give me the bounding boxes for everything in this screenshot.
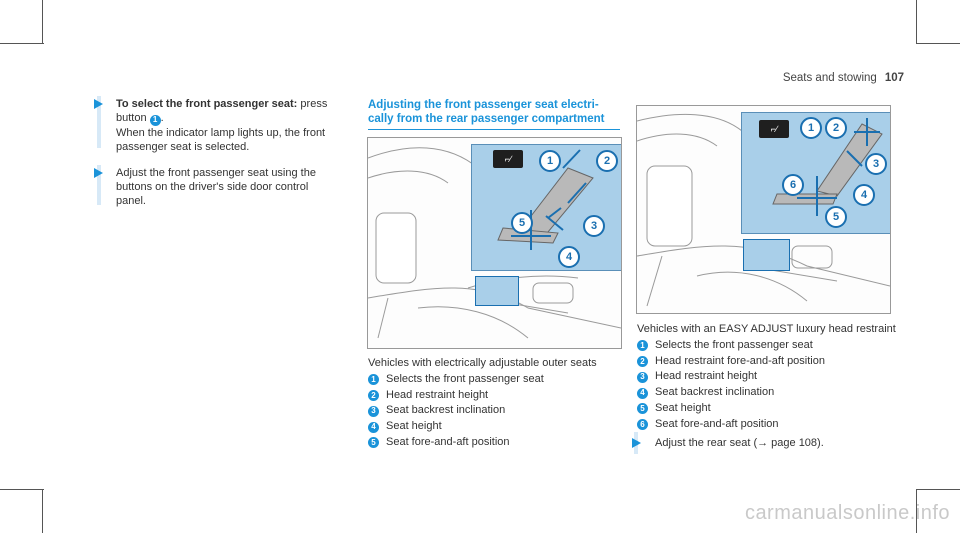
callout-2: 2 xyxy=(825,117,847,139)
legend-number: 3 xyxy=(637,371,648,383)
callout-1: 1 xyxy=(539,150,561,172)
step-adjust-passenger-seat: Adjust the front passenger seat using th… xyxy=(116,166,346,208)
legend-number: 3 xyxy=(368,405,379,417)
page-reference-link[interactable]: → page 108 xyxy=(757,437,818,449)
legend-number: 5 xyxy=(368,437,379,449)
legend-item: 1 Selects the front passenger seat xyxy=(637,338,897,354)
legend-text: Head restraint height xyxy=(386,388,489,401)
legend-text: Seat backrest inclination xyxy=(655,386,775,399)
legend-text: Selects the front passenger seat xyxy=(386,372,544,385)
step-text: ). xyxy=(817,437,824,449)
step-text: passenger seat is selected. xyxy=(116,140,250,153)
callout-3: 3 xyxy=(583,215,605,237)
legend-item: 4 Seat height xyxy=(368,419,620,435)
step-text: button xyxy=(116,112,147,124)
step-text: Adjust the front passenger seat using th… xyxy=(116,167,316,179)
callout-4: 4 xyxy=(558,246,580,268)
watermark: carmanualsonline.info xyxy=(744,502,950,524)
step-text: buttons on the driver's side door contro… xyxy=(116,181,309,193)
page-number: 107 xyxy=(884,72,904,84)
step-bar xyxy=(97,96,101,148)
crop-mark xyxy=(916,43,960,44)
legend-number: 5 xyxy=(637,403,648,415)
callout-5: 5 xyxy=(825,206,847,228)
legend-number: 4 xyxy=(637,387,648,399)
section-title: Seats and stowing xyxy=(782,72,877,84)
figure-caption-easy-adjust: Vehicles with an EASY ADJUST luxury head… xyxy=(637,322,897,433)
step-arrow-icon xyxy=(94,168,103,178)
figure-caption-standard: Vehicles with electrically adjustable ou… xyxy=(368,356,620,451)
crop-mark xyxy=(42,489,43,533)
callout-3: 3 xyxy=(865,153,887,175)
step-select-passenger-seat: To select the front passenger seat: pres… xyxy=(116,97,346,154)
car-interior-illustration xyxy=(368,147,621,339)
legend-number: 4 xyxy=(368,421,379,433)
seat-select-button-icon: ⌐∕ xyxy=(759,120,789,138)
legend-number: 2 xyxy=(368,389,379,401)
step-text: When the indicator lamp lights up, the f… xyxy=(116,126,326,139)
crop-mark xyxy=(916,489,960,490)
seat-switch-illustration xyxy=(772,118,883,216)
crop-mark xyxy=(42,0,43,44)
legend-item: 5 Seat fore-and-aft position xyxy=(368,435,620,451)
step-text: press xyxy=(297,98,328,110)
seat-select-button-icon: ⌐∕ xyxy=(493,150,523,168)
legend-number: 2 xyxy=(637,355,648,367)
heading-line: cally from the rear passenger compartmen… xyxy=(368,113,605,125)
callout-5: 5 xyxy=(511,212,533,234)
crop-mark xyxy=(916,0,917,44)
step-text: . xyxy=(160,112,164,124)
legend-number: 1 xyxy=(637,340,648,352)
zoom-source-box xyxy=(743,239,790,271)
legend-item: 5 Seat height xyxy=(637,401,897,417)
zoom-source-box xyxy=(475,276,519,306)
crop-mark xyxy=(916,489,917,533)
crop-mark xyxy=(0,43,44,44)
callout-6: 6 xyxy=(782,174,804,196)
callout-1: 1 xyxy=(800,117,822,139)
legend-text: Seat height xyxy=(655,401,711,414)
step-adjust-rear-seat: Adjust the rear seat (→ page 108). xyxy=(655,436,895,450)
callout-4: 4 xyxy=(853,184,875,206)
heading-line: Adjusting the front passenger seat elect… xyxy=(368,99,599,111)
legend-item: 2 Head restraint fore-and-aft position xyxy=(637,354,897,370)
legend-item: 3 Head restraint height xyxy=(637,369,897,385)
legend-item: 3 Seat backrest inclination xyxy=(368,403,620,419)
legend-item: 1 Selects the front passenger seat xyxy=(368,372,620,388)
legend-number: 1 xyxy=(368,374,379,386)
legend-text: Seat height xyxy=(386,420,442,433)
section-heading: Adjusting the front passenger seat elect… xyxy=(368,98,620,130)
legend-number: 6 xyxy=(637,419,648,431)
step-bar xyxy=(97,165,101,205)
car-interior-illustration xyxy=(637,114,890,307)
legend-text: Seat fore-and-aft position xyxy=(386,435,510,448)
legend-item: 4 Seat backrest inclination xyxy=(637,385,897,401)
legend-text: Head restraint height xyxy=(655,370,758,383)
caption-heading: Vehicles with electrically adjustable ou… xyxy=(368,357,597,369)
callout-2: 2 xyxy=(596,150,618,172)
legend-text: Seat backrest inclination xyxy=(386,404,506,417)
step-title: To select the front passenger seat: xyxy=(116,98,298,110)
figure-seat-controls-easy-adjust: ⌐∕ 1 2 3 4 5 6 xyxy=(636,105,891,314)
legend-text: Seat fore-and-aft position xyxy=(655,417,779,430)
step-text: panel. xyxy=(116,195,146,207)
step-arrow-icon xyxy=(94,99,103,109)
step-arrow-icon xyxy=(632,438,641,448)
page-header: Seats and stowing 107 xyxy=(783,72,904,84)
figure-seat-controls-standard: ⌐∕ 1 2 3 4 5 xyxy=(367,137,622,349)
legend-text: Head restraint fore-and-aft position xyxy=(655,354,825,367)
legend-text: Selects the front passenger seat xyxy=(655,338,813,351)
callout-number: 1 xyxy=(149,114,161,126)
step-text: Adjust the rear seat ( xyxy=(655,437,758,449)
legend-item: 6 Seat fore-and-aft position xyxy=(637,417,897,433)
seat-switch-illustration xyxy=(497,149,594,250)
legend-item: 2 Head restraint height xyxy=(368,388,620,404)
crop-mark xyxy=(0,489,44,490)
caption-heading: Vehicles with an EASY ADJUST luxury head… xyxy=(637,323,896,335)
